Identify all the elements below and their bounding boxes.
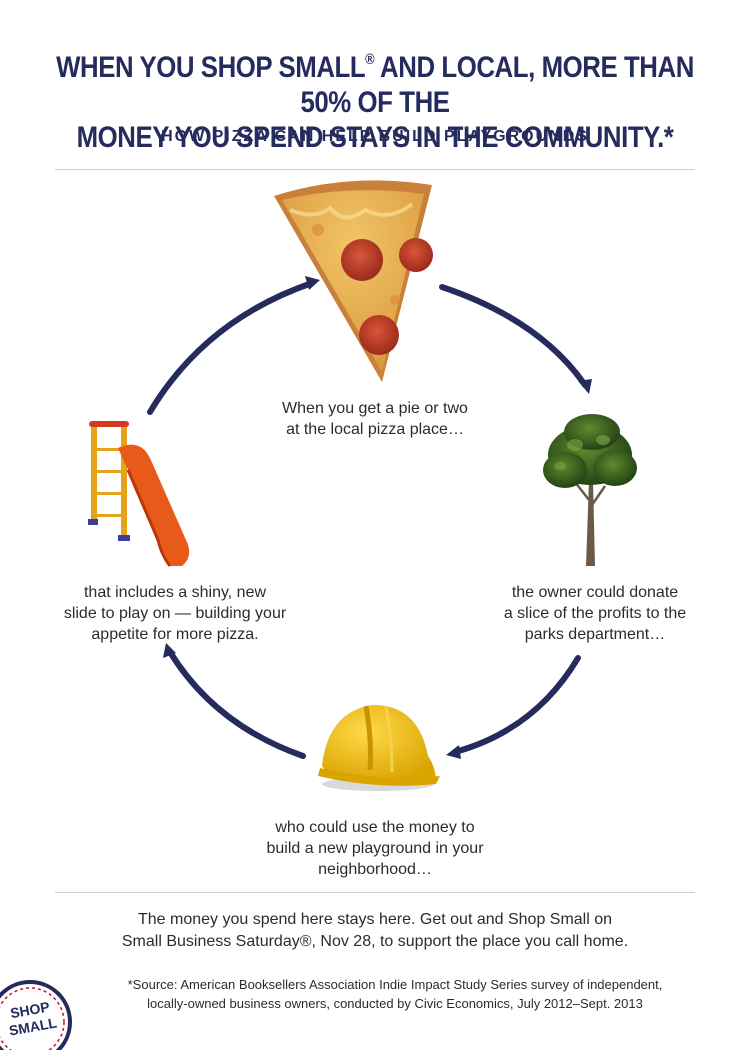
arrow-bottom-to-left xyxy=(167,649,306,759)
arrow-head-4 xyxy=(163,643,176,658)
headline-part-2: and local, more than 50% of the xyxy=(300,51,694,119)
subhead: How pizza can help build playgrounds xyxy=(161,128,589,145)
headline-line-2: money you spend stays in the community.* xyxy=(76,121,674,154)
arrow-head-1 xyxy=(305,276,320,290)
playground-slide-icon xyxy=(88,421,190,567)
caption-pizza: When you get a pie or two at the local p… xyxy=(282,400,468,438)
arrow-head-3 xyxy=(446,745,461,759)
arrow-top-to-right xyxy=(439,284,588,388)
registered-mark: ® xyxy=(365,51,375,68)
headline: When you Shop Small® and local, more tha… xyxy=(53,50,698,155)
arrow-right-to-bottom xyxy=(452,655,581,755)
arrow-left-to-top xyxy=(147,280,315,415)
caption-hard-hat: who could use the money to build a new p… xyxy=(266,819,484,878)
cycle-diagram xyxy=(88,180,637,791)
tree-icon xyxy=(543,414,637,566)
bottom-divider xyxy=(55,892,695,893)
shop-small-badge: SHOP SMALL xyxy=(0,980,72,1050)
pizza-slice-icon xyxy=(274,180,433,382)
footer-message: The money you spend here stays here. Get… xyxy=(121,911,629,950)
source-note: *Source: American Booksellers Associatio… xyxy=(127,977,663,1011)
arrow-head-2 xyxy=(578,379,592,394)
badge-line-1: SHOP xyxy=(9,999,51,1022)
hard-hat-icon xyxy=(318,704,440,791)
caption-slide: that includes a shiny, new slide to play… xyxy=(63,584,287,643)
top-divider xyxy=(55,169,695,170)
headline-part-1: When you Shop Small xyxy=(56,51,366,84)
cycle-arrows xyxy=(147,276,592,759)
caption-tree: the owner could donate a slice of the pr… xyxy=(503,584,687,643)
